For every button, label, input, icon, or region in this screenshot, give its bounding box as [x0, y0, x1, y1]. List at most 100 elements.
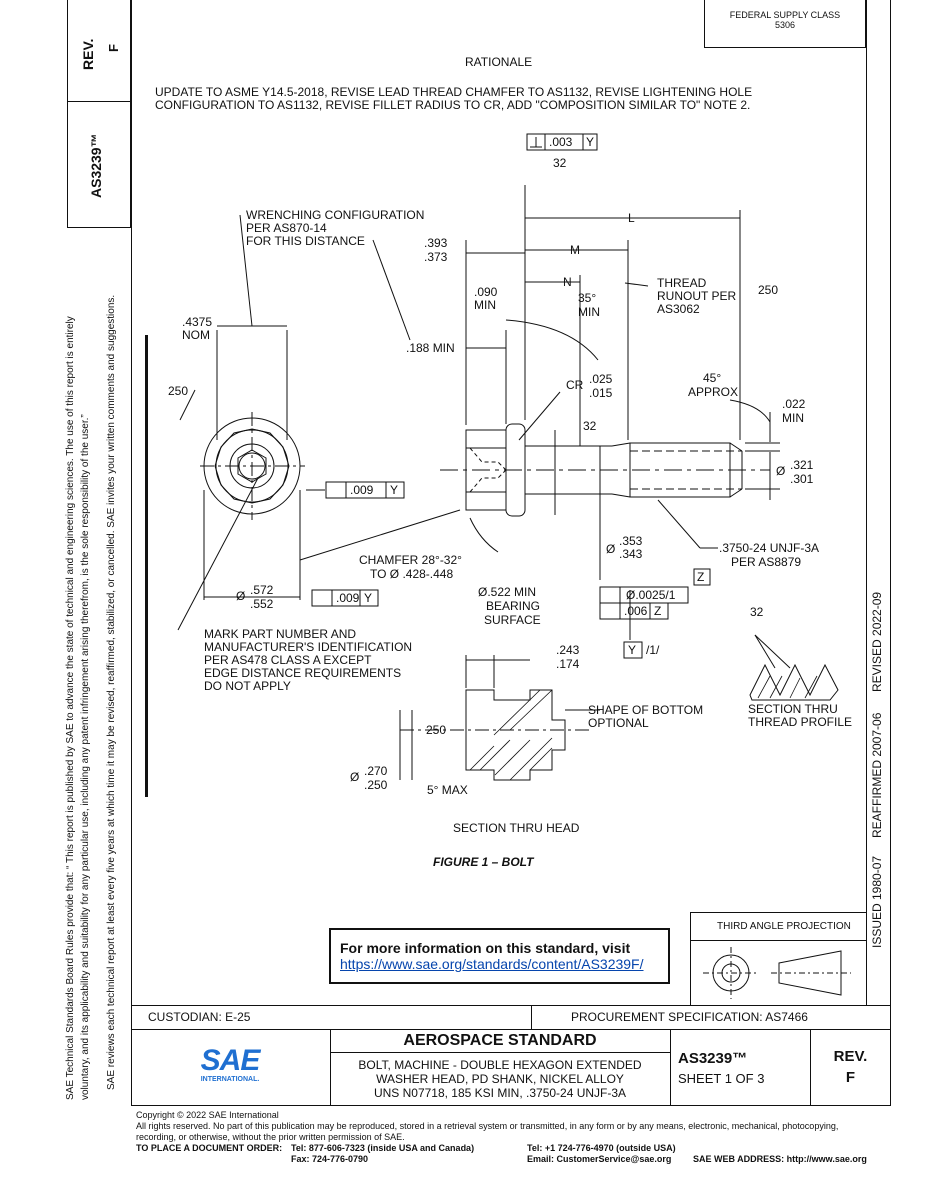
dim-35: 35°	[578, 291, 596, 305]
ang-approx: APPROX	[688, 385, 738, 399]
bearing-1: Ø.522 MIN	[478, 585, 536, 599]
supply-class-box: FEDERAL SUPPLY CLASS 5306	[704, 0, 866, 48]
info-link[interactable]: https://www.sae.org/standards/content/AS…	[340, 956, 644, 972]
projection-label: THIRD ANGLE PROJECTION	[717, 921, 851, 932]
section-thru-2: THREAD PROFILE	[748, 715, 852, 729]
fcf-runout-top	[325, 481, 405, 499]
dim-321: .321	[790, 458, 814, 472]
projection-box: THIRD ANGLE PROJECTION	[690, 912, 867, 1005]
dim-n: N	[563, 275, 572, 289]
mark-3: PER AS478 CLASS A EXCEPT	[204, 653, 372, 667]
dia-321: Ø	[776, 464, 785, 478]
datum-y-note: /1/	[646, 643, 660, 657]
dim-250: .250	[364, 778, 388, 792]
cr-label: CR	[566, 378, 584, 392]
sae-logo: SAE INTERNATIONAL.	[180, 1046, 280, 1090]
tb-doc-number: AS3239™	[678, 1050, 748, 1067]
bearing-2: BEARING	[486, 599, 540, 613]
mark-5: DO NOT APPLY	[204, 679, 291, 693]
wrench-1: WRENCHING CONFIGURATION	[246, 208, 424, 222]
fcf-perp-y: Y	[586, 135, 594, 149]
doc-number-vertical: AS3239™	[88, 133, 104, 198]
rev-label-vertical: REV.	[80, 38, 96, 70]
side-legal-line1: SAE Technical Standards Board Rules prov…	[65, 316, 76, 1100]
tb-rev-label: REV.	[833, 1048, 868, 1065]
thread-profile	[749, 663, 839, 701]
finish-250-section: 250	[426, 723, 446, 737]
dim-353: .353	[619, 534, 643, 548]
dim-270: .270	[364, 764, 388, 778]
info-text: For more information on this standard, v…	[340, 940, 631, 956]
tb-vline-rev	[810, 1029, 811, 1106]
footer-web: SAE WEB ADDRESS: http://www.sae.org	[693, 1154, 867, 1164]
rationale-line2: CONFIGURATION TO AS1132, REVISE FILLET R…	[155, 98, 751, 112]
desc-1: BOLT, MACHINE - DOUBLE HEXAGON EXTENDED	[358, 1058, 642, 1072]
footer-rights-1: All rights reserved. No part of this pub…	[136, 1121, 839, 1131]
dim-572: .572	[250, 583, 274, 597]
dim-243: .243	[556, 643, 580, 657]
chamfer-1: CHAMFER 28°-32°	[359, 553, 462, 567]
fcf-runout-572	[311, 589, 379, 607]
change-bar	[145, 335, 148, 797]
dim-174: .174	[556, 657, 580, 671]
tb-vline-custodian	[531, 1005, 532, 1029]
side-legal-line2: voluntary, and its applicability and sui…	[80, 414, 91, 1100]
thread-runout-1: THREAD	[657, 276, 707, 290]
desc-3: UNS N07718, 185 KSI MIN, .3750-24 UNJF-3…	[373, 1086, 627, 1100]
ang-45: 45°	[703, 371, 721, 385]
footer-email: Email: CustomerService@sae.org	[527, 1154, 672, 1164]
thread-runout-3: AS3062	[657, 302, 700, 316]
cr-025: .025	[589, 372, 613, 386]
wrench-3: FOR THIS DISTANCE	[246, 234, 365, 248]
fcf-006	[599, 602, 669, 620]
side-legal-line3: SAE reviews each technical report at lea…	[106, 294, 117, 1090]
dim-l: L	[628, 211, 635, 225]
thread-runout-2: RUNOUT PER	[657, 289, 736, 303]
runout-009-b: .009	[336, 591, 360, 605]
footer-tel-us: Tel: 877-606-7323 (inside USA and Canada…	[291, 1143, 475, 1153]
finish-32-top: 32	[553, 156, 567, 170]
projection-symbol	[703, 947, 851, 999]
main-frame-left	[131, 0, 132, 1005]
runout-009-a: .009	[350, 483, 374, 497]
dim-373: .373	[424, 250, 448, 264]
section-thru-1: SECTION THRU	[748, 702, 838, 716]
info-box: For more information on this standard, v…	[329, 928, 670, 984]
footer-tel-intl: Tel: +1 724-776-4970 (outside USA)	[527, 1143, 676, 1153]
supply-class-value: 5306	[774, 20, 796, 30]
projection-divider	[691, 940, 867, 941]
dim-022: .022	[782, 397, 806, 411]
dim-m: M	[570, 243, 580, 257]
aerospace-standard: AEROSPACE STANDARD	[403, 1032, 597, 1049]
history-reaffirmed: REAFFIRMED 2007-06	[870, 712, 884, 838]
datum-y: Y	[628, 643, 636, 657]
fcf-perp	[526, 133, 598, 151]
section-head-outline	[465, 689, 566, 781]
tb-vline-doc	[670, 1029, 671, 1106]
outer-frame-right	[890, 0, 891, 1005]
finish-250-top: 250	[758, 283, 778, 297]
dim-35-min: MIN	[578, 305, 600, 319]
max-5: 5° MAX	[427, 783, 468, 797]
supply-class-label: FEDERAL SUPPLY CLASS	[729, 10, 841, 20]
main-frame-right	[866, 0, 867, 1005]
fcf-006-z: Z	[654, 604, 661, 618]
dim-393: .393	[424, 236, 448, 250]
finish-250-left: 250	[168, 384, 188, 398]
wrench-2: PER AS870-14	[246, 221, 327, 235]
sae-logo-sub: INTERNATIONAL.	[200, 1076, 260, 1083]
rationale-line1: UPDATE TO ASME Y14.5-2018, REVISE LEAD T…	[155, 85, 753, 99]
chamfer-2: TO Ø .428-.448	[370, 567, 453, 581]
dim-022-min: MIN	[782, 411, 804, 425]
bearing-3: SURFACE	[484, 613, 541, 627]
finish-32-mid: 32	[583, 419, 597, 433]
figure-caption: FIGURE 1 – BOLT	[433, 855, 535, 869]
fcf-flat-val: Ø.0025/1	[626, 588, 676, 602]
dia-270: Ø	[350, 770, 359, 784]
dim-4375: .4375	[182, 315, 212, 329]
thread-spec-2: PER AS8879	[731, 555, 801, 569]
custodian: CUSTODIAN: E-25	[148, 1010, 251, 1024]
rev-value-vertical: F	[106, 44, 121, 52]
title-block-hline	[131, 1029, 891, 1030]
section-head-caption: SECTION THRU HEAD	[453, 821, 580, 835]
